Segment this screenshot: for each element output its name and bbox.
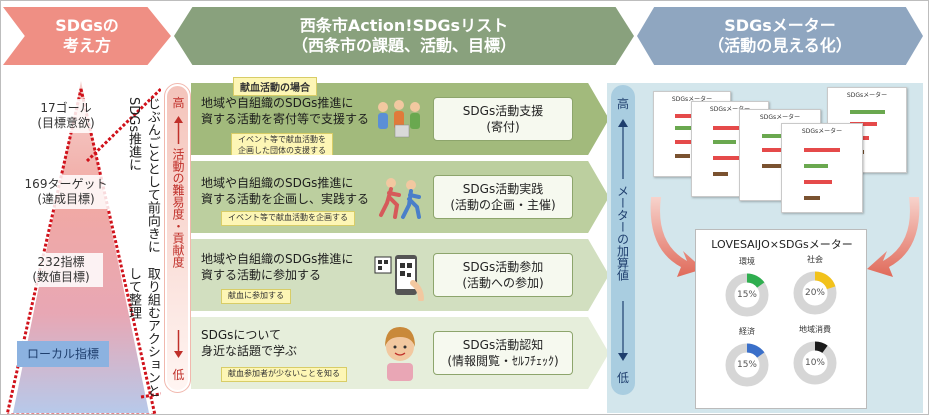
dial-value-society: 20% — [804, 288, 825, 298]
pyramid-level-indicators-name: 232指標 — [37, 255, 85, 269]
activity-row-awareness: SDGsについて 身近な話題で学ぶ 献血参加者が少ないことを知る SDGs活動認… — [191, 317, 609, 389]
pyramid-level-local-name: ローカル指標 — [26, 347, 99, 361]
activity-awareness-box: SDGs活動認知 (情報閲覧・ｾﾙﾌﾁｪｯｸ) — [433, 331, 573, 375]
pyramid-level-targets-name: 169ターゲット — [24, 177, 108, 191]
sdgs-pyramid: 17ゴール (目標意欲) 169ターゲット (達成目標) 232指標 (数値目標… — [1, 81, 169, 414]
pyramid-level-targets: 169ターゲット (達成目標) — [19, 175, 113, 209]
activity-support-description: 地域や自組織のSDGs推進に 資する活動を寄付等で支援する — [201, 96, 370, 127]
pyramid-link-top — [85, 81, 169, 163]
dial-arc-local-consumption — [814, 341, 828, 354]
pyramid-shape — [13, 81, 149, 413]
dial-arc-economy — [746, 343, 765, 358]
header-sdgs-concept: SDGsの 考え方 — [3, 7, 171, 65]
difficulty-arrow-down-icon — [174, 330, 183, 358]
dial-arc-environment — [746, 273, 765, 288]
activity-support-box: SDGs活動支援 (寄付) — [433, 97, 573, 141]
meter-dials — [725, 271, 837, 387]
blood-donation-tag: 献血活動の場合 — [233, 77, 317, 96]
header-sdgs-concept-line2: 考え方 — [62, 36, 111, 55]
difficulty-axis-label: 活動の難易度・貢献度 — [171, 148, 185, 268]
difficulty-arrow-up-icon — [174, 116, 183, 144]
running-people-icon — [379, 178, 421, 219]
activity-practice-example: イベント等で献血活動を企画する — [221, 211, 355, 226]
donation-people-icon — [378, 100, 420, 138]
dial-label-economy: 経済 — [739, 327, 755, 336]
meter-arrow-down-icon — [618, 301, 628, 361]
pyramid-level-goals: 17ゴール (目標意欲) — [23, 99, 109, 133]
pyramid-level-goals-name: 17ゴール — [40, 101, 92, 115]
activity-row-participate: 地域や自組織のSDGs推進に 資する活動に参加する 献血に参加する SDGs活動… — [191, 239, 609, 311]
meter-axis: 高 メーターの加算値 低 — [611, 85, 635, 395]
dial-label-society: 社会 — [807, 255, 823, 264]
header-action-list-line2: （西条市の課題、活動、目標） — [291, 36, 516, 55]
pyramid-level-indicators-sub: (数値目標) — [32, 270, 90, 284]
header-sdgs-meter: SDGsメーター （活動の見える化） — [637, 7, 923, 65]
meter-title: LOVESAIJO×SDGsメーター — [711, 238, 853, 251]
dial-value-economy: 15% — [736, 360, 757, 370]
activity-row-support: 地域や自組織のSDGs推進に 資する活動を寄付等で支援する イベント等で献血活動… — [191, 83, 609, 155]
learning-person-icon — [385, 327, 415, 381]
activity-row-practice: 地域や自組織のSDGs推進に 資する活動を企画し、実践する イベント等で献血活動… — [191, 161, 609, 233]
pyramid-level-indicators: 232指標 (数値目標) — [19, 253, 103, 287]
meter-arrow-up-icon — [618, 119, 628, 179]
meter-axis-high: 高 — [616, 97, 629, 111]
meter-axis-low: 低 — [616, 371, 629, 385]
header-sdgs-meter-line2: （活動の見える化） — [708, 36, 852, 55]
header-action-list-line1: 西条市Action!SDGsリスト — [299, 16, 509, 35]
lovesaijo-meter: LOVESAIJO×SDGsメーター 環境 社会 経済 地域消費 15% 20%… — [695, 229, 867, 409]
pyramid-level-goals-sub: (目標意欲) — [37, 116, 95, 130]
activity-practice-box: SDGs活動実践 (活動の企画・主催) — [433, 175, 573, 219]
dial-value-local-consumption: 10% — [804, 358, 825, 368]
dial-arc-society — [814, 271, 836, 290]
pyramid-dotted-outline — [5, 88, 157, 414]
difficulty-axis-high: 高 — [172, 96, 185, 110]
activity-awareness-description: SDGsについて 身近な話題で学ぶ — [201, 328, 298, 359]
activity-participate-description: 地域や自組織のSDGs推進に 資する活動に参加する — [201, 252, 354, 283]
dial-value-environment: 15% — [736, 290, 757, 300]
header-sdgs-concept-line1: SDGsの — [55, 16, 119, 35]
pyramid-vertical-text: じぶんごととして前向きにSDGs推進に 取り組むアクションとして整理 — [121, 97, 163, 402]
activity-practice-description: 地域や自組織のSDGs推進に 資する活動を企画し、実践する — [201, 176, 370, 207]
pyramid-level-targets-sub: (達成目標) — [37, 192, 95, 206]
meter-axis-label: メーターの加算値 — [615, 185, 630, 281]
aggregation-arrow-right-icon — [867, 197, 920, 277]
difficulty-axis: 高 活動の難易度・貢献度 低 — [164, 83, 191, 393]
dial-label-environment: 環境 — [739, 257, 755, 266]
activity-participate-box: SDGs活動参加 (活動への参加) — [433, 253, 573, 297]
activity-support-example: イベント等で献血活動を 企画した団体の支援する — [231, 133, 333, 155]
header-sdgs-meter-line1: SDGsメーター — [724, 16, 836, 35]
dial-label-local-consumption: 地域消費 — [799, 325, 831, 334]
qr-phone-icon — [374, 255, 424, 301]
vertical-text-line1: じぶんごととして前向きにSDGs推進に — [126, 97, 160, 253]
meter-thumbnail-5: SDGsメーター — [781, 123, 863, 213]
header-action-list: 西条市Action!SDGsリスト （西条市の課題、活動、目標） — [174, 7, 634, 65]
difficulty-axis-low: 低 — [172, 368, 185, 382]
activity-participate-example: 献血に参加する — [221, 289, 291, 304]
vertical-text-line2: 取り組むアクションとして整理 — [126, 267, 160, 398]
activity-awareness-example: 献血参加者が少ないことを知る — [221, 367, 347, 382]
pyramid-level-local: ローカル指標 — [17, 341, 109, 367]
